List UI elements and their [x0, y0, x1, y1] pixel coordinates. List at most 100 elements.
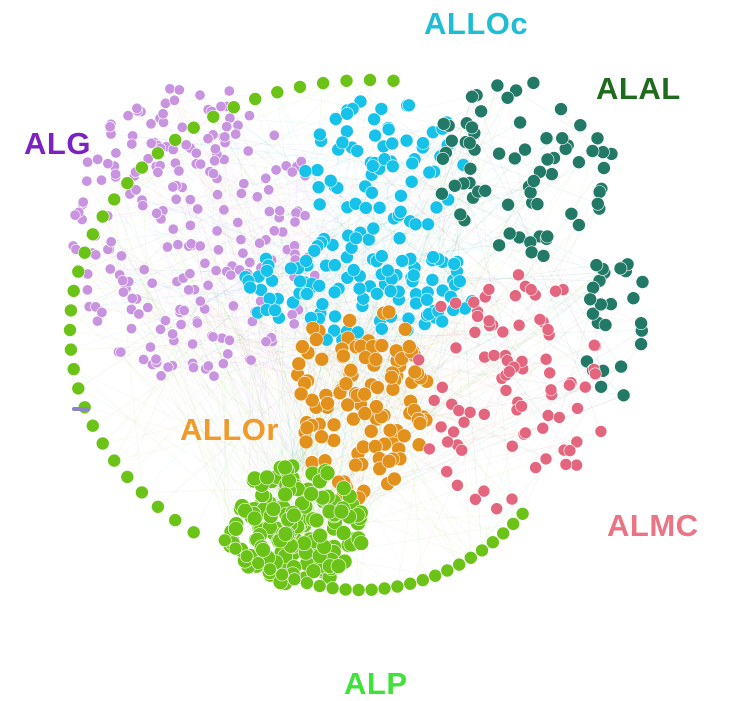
- node-alg: [145, 341, 157, 353]
- node-alg: [131, 102, 143, 114]
- node-alp: [263, 562, 277, 577]
- node-almc: [552, 411, 566, 424]
- node-alg: [208, 370, 220, 382]
- node-alloc: [425, 273, 440, 287]
- edge: [217, 194, 262, 485]
- edge: [82, 201, 350, 517]
- edge: [457, 261, 560, 418]
- edge: [123, 291, 270, 504]
- node-allor: [385, 381, 401, 397]
- edge: [249, 359, 335, 426]
- edge: [134, 175, 263, 496]
- node-alp: [294, 495, 310, 512]
- node-alp: [120, 470, 135, 484]
- edge: [396, 304, 601, 431]
- edge: [207, 138, 356, 394]
- edge: [110, 124, 215, 377]
- node-alg: [117, 275, 129, 287]
- node-almc: [549, 284, 562, 298]
- node-alg: [69, 209, 81, 221]
- node-allor: [343, 362, 359, 378]
- edge: [522, 345, 596, 514]
- node-alp: [363, 73, 377, 87]
- node-alg: [178, 304, 190, 316]
- node-alloc: [365, 159, 380, 173]
- node-almc: [541, 323, 555, 336]
- edge: [418, 386, 602, 420]
- node-allor: [293, 386, 309, 402]
- edge: [114, 165, 313, 288]
- node-alg: [145, 118, 157, 130]
- node-alg: [299, 210, 311, 222]
- node-alg: [218, 204, 230, 216]
- node-alp: [95, 436, 110, 451]
- edge: [373, 119, 598, 205]
- node-almc: [541, 409, 555, 422]
- edge: [179, 312, 397, 377]
- node-allor: [384, 369, 399, 385]
- edge: [113, 199, 143, 493]
- node-alal: [539, 131, 554, 145]
- node-alloc: [394, 189, 408, 203]
- node-alg: [126, 292, 138, 304]
- node-alal: [444, 134, 459, 148]
- node-alp: [218, 533, 232, 548]
- node-allor: [357, 406, 373, 421]
- node-alal: [465, 89, 479, 104]
- edge: [446, 122, 541, 173]
- edge: [160, 109, 209, 330]
- edge: [269, 127, 389, 212]
- node-almc: [449, 296, 462, 310]
- node-alloc: [366, 221, 381, 236]
- edge: [87, 185, 335, 291]
- node-almc: [559, 458, 573, 471]
- edge: [353, 345, 596, 420]
- edge: [168, 337, 272, 368]
- node-alp: [339, 74, 354, 88]
- node-alloc: [399, 133, 414, 148]
- node-alg: [172, 239, 184, 251]
- node-alg: [126, 323, 138, 335]
- node-almc: [588, 367, 602, 381]
- node-almc: [451, 478, 464, 492]
- node-alp: [316, 76, 330, 90]
- node-almc: [457, 415, 471, 429]
- node-alg: [173, 165, 185, 177]
- node-alal: [462, 136, 477, 150]
- node-alp: [496, 526, 511, 541]
- node-almc: [499, 384, 513, 397]
- node-alg: [126, 138, 138, 150]
- edge: [359, 162, 375, 289]
- edge: [369, 79, 382, 460]
- node-alp: [186, 120, 201, 135]
- node-alal: [592, 185, 607, 199]
- edge: [319, 412, 471, 425]
- node-alal: [436, 152, 450, 166]
- node-alg: [130, 184, 142, 196]
- node-almc: [512, 268, 525, 282]
- edge: [132, 298, 390, 462]
- node-alp: [168, 133, 182, 147]
- node-alg: [195, 158, 207, 170]
- node-almc: [563, 444, 577, 457]
- node-almc: [519, 426, 532, 440]
- edge: [351, 147, 624, 396]
- node-alp: [303, 486, 320, 502]
- edge: [241, 193, 403, 262]
- node-alal: [590, 197, 605, 211]
- node-alp: [335, 480, 352, 497]
- node-alg: [188, 362, 200, 374]
- node-alg: [157, 108, 169, 120]
- node-alal: [478, 184, 493, 198]
- edge: [414, 191, 479, 268]
- node-alg: [152, 166, 164, 178]
- node-alg: [184, 268, 196, 280]
- node-almc: [477, 407, 491, 421]
- node-alal: [613, 261, 628, 276]
- node-alloc: [346, 263, 361, 277]
- node-alloc: [286, 295, 300, 310]
- node-alg: [215, 101, 227, 113]
- node-alg: [184, 194, 196, 206]
- edge: [391, 143, 458, 272]
